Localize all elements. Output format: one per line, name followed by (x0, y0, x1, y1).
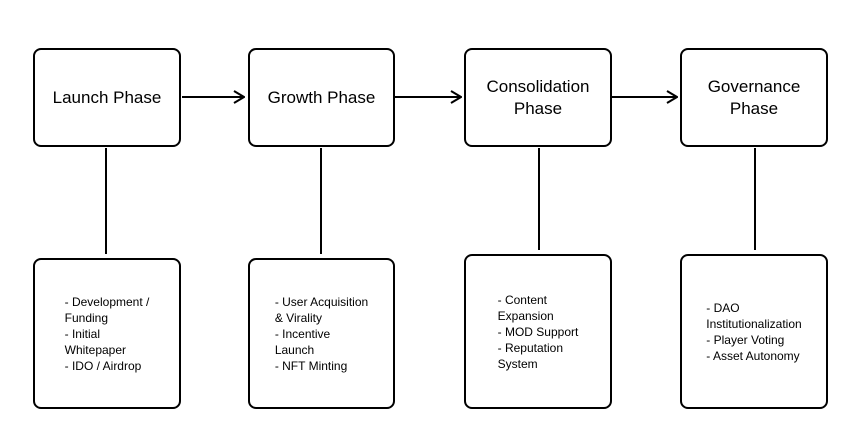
detail-item: - NFT Minting (274, 358, 348, 373)
detail-item: - User Acquisition & Virality (274, 294, 369, 325)
detail-list-governance: - DAO Institutionalization - Player Voti… (706, 300, 801, 364)
phase-title-governance: Governance Phase (707, 76, 801, 118)
detail-item: - IDO / Airdrop (64, 358, 142, 373)
detail-item: - Incentive Launch (274, 326, 331, 357)
detail-box-governance: - DAO Institutionalization - Player Voti… (680, 254, 828, 409)
phase-box-consolidation: Consolidation Phase (464, 48, 612, 147)
phase-box-governance: Governance Phase (680, 48, 828, 147)
detail-box-growth: - User Acquisition & Virality - Incentiv… (248, 258, 395, 409)
phase-title-growth: Growth Phase (267, 87, 376, 107)
detail-item: - DAO Institutionalization (706, 300, 802, 331)
phase-title-launch: Launch Phase (52, 87, 162, 107)
detail-item: - Initial Whitepaper (64, 326, 127, 357)
detail-list-launch: - Development / Funding - Initial Whitep… (65, 294, 150, 374)
detail-box-consolidation: - Content Expansion - MOD Support - Repu… (464, 254, 612, 409)
detail-box-launch: - Development / Funding - Initial Whitep… (33, 258, 181, 409)
detail-item: - Asset Autonomy (706, 348, 800, 363)
detail-item: - MOD Support (497, 324, 579, 339)
detail-item: - Development / Funding (64, 294, 150, 325)
detail-item: - Content Expansion (497, 292, 554, 323)
phase-box-growth: Growth Phase (248, 48, 395, 147)
detail-item: - Player Voting (706, 332, 785, 347)
detail-item: - Reputation System (497, 340, 564, 371)
detail-list-growth: - User Acquisition & Virality - Incentiv… (275, 294, 368, 374)
phase-box-launch: Launch Phase (33, 48, 181, 147)
detail-list-consolidation: - Content Expansion - MOD Support - Repu… (498, 292, 579, 372)
phase-title-consolidation: Consolidation Phase (486, 76, 590, 118)
